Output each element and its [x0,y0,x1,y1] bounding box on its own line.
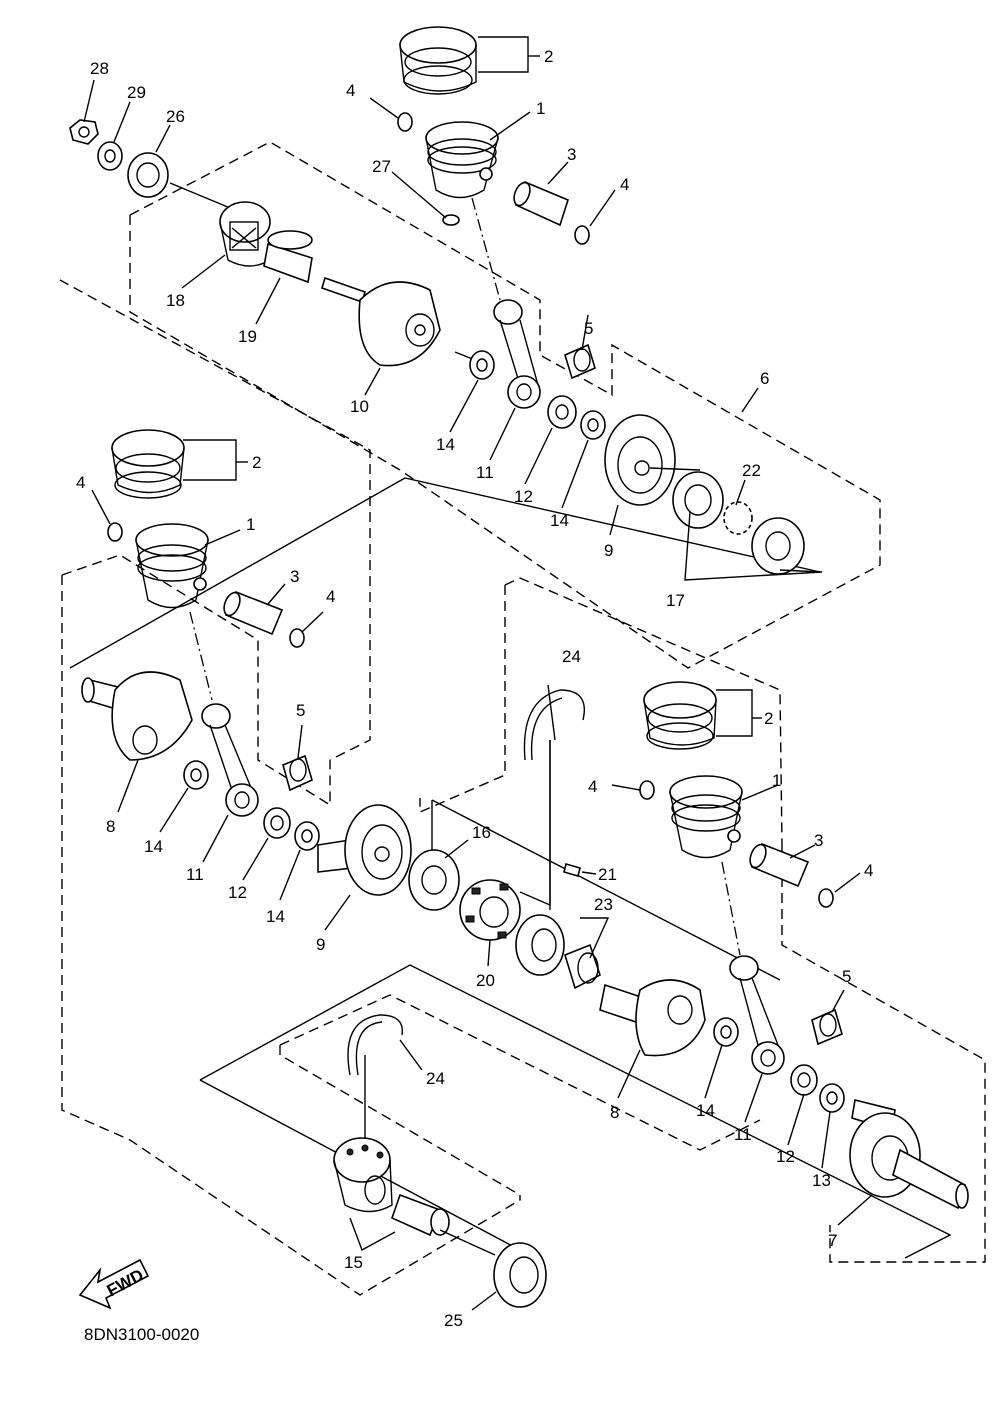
callout-3-right: 3 [814,831,823,850]
half-ring-24-lower [347,1014,404,1076]
callout-10: 10 [350,397,369,416]
middle-crank-disc [263,804,412,896]
callout-24-upper: 24 [562,647,581,666]
callout-3-middle: 3 [290,567,299,586]
center-bearing-23 [515,914,601,990]
callout-16: 16 [472,823,491,842]
callout-11-middle: 11 [186,865,204,884]
top-crank-disc [547,395,701,506]
assembly-lines [69,182,952,1259]
callout-1-right: 1 [772,771,781,790]
middle-needle-bearing [282,754,313,792]
right-needle-bearing [811,1008,843,1046]
callout-3-top: 3 [567,145,576,164]
center-bearing-16 [408,849,460,911]
callout-8-left: 8 [106,817,115,836]
callout-7: 7 [828,1231,837,1250]
callout-14-top-b: 14 [550,511,569,530]
middle-crank-half [81,671,193,761]
right-washers [790,1064,845,1113]
callout-4-middle-right: 4 [326,587,335,606]
top-bearings-17 [672,471,805,575]
leader-lines [83,36,873,1311]
right-piston-rings [643,681,717,750]
labyrinth-seal-20 [459,879,521,941]
callout-14-right: 14 [696,1101,715,1120]
callout-11-right: 11 [734,1125,752,1144]
right-piston [669,775,743,859]
callout-4-right-b: 4 [864,861,873,880]
right-crank-half [599,979,706,1057]
callout-2-right: 2 [764,709,773,728]
callout-12-middle: 12 [228,883,247,902]
dowel-pin-21 [563,863,581,877]
callout-5-top: 5 [584,319,593,338]
right-conrod [713,955,785,1075]
top-piston-pin [513,180,569,227]
callout-11-top: 11 [476,463,494,482]
callout-24-lower: 24 [426,1069,445,1088]
callout-2-top: 2 [544,47,553,66]
drawing-code: 8DN3100-0020 [84,1325,199,1344]
top-nut-washer-seal [69,119,169,198]
half-ring-24-upper [523,689,585,761]
callout-23: 23 [594,895,613,914]
callout-14-top-a: 14 [436,435,455,454]
top-clips [397,112,590,245]
callout-8-right: 8 [610,1103,619,1122]
top-bearing [219,201,271,267]
callout-4-top-right: 4 [620,175,629,194]
middle-conrod [183,703,259,817]
callout-4-middle-left: 4 [76,473,85,492]
middle-piston [135,523,209,609]
callout-15: 15 [344,1253,363,1272]
callout-9-top: 9 [604,541,613,560]
right-clips [639,780,834,908]
top-spacer [263,230,313,284]
callout-4-top-left: 4 [346,81,355,100]
top-piston-rings [399,26,477,95]
lower-spacer-15 [391,1193,450,1237]
callout-13: 13 [812,1171,831,1190]
callout-17: 17 [666,591,685,610]
callout-1-top: 1 [536,99,545,118]
callout-25: 25 [444,1311,463,1330]
callout-9-middle: 9 [316,935,325,954]
callout-6: 6 [760,369,769,388]
callout-19: 19 [238,327,257,346]
middle-clips [107,522,305,648]
callout-4-right-a: 4 [588,777,597,796]
assembly-outlines [59,141,986,1296]
top-conrod [469,299,541,409]
middle-piston-rings [111,429,185,499]
center-lines [189,197,741,956]
top-crank-half [321,276,441,367]
callout-12-top: 12 [514,487,533,506]
callout-29: 29 [127,83,146,102]
lower-bearing-15 [333,1137,393,1213]
callout-27: 27 [372,157,391,176]
top-piston [425,121,499,199]
right-piston-pin [749,842,810,888]
callout-12-right: 12 [776,1147,795,1166]
top-needle-bearing [564,343,596,380]
callout-14-middle-b: 14 [266,907,285,926]
callout-26: 26 [166,107,185,126]
right-end-crank-7 [849,1099,969,1210]
callout-18: 18 [166,291,185,310]
callout-28: 28 [90,59,109,78]
callout-14-middle-a: 14 [144,837,163,856]
callout-5-right: 5 [842,967,851,986]
callout-1-middle: 1 [246,515,255,534]
callout-21: 21 [598,865,617,884]
lower-seal-25 [439,1229,547,1308]
callout-2-middle: 2 [252,453,261,472]
fwd-arrow-icon: FWD [78,1258,150,1310]
callout-5-middle: 5 [296,701,305,720]
callout-labels: 28 29 26 2 4 1 3 4 27 18 19 10 5 6 14 11… [76,47,873,1330]
callout-22: 22 [742,461,761,480]
middle-piston-pin [223,590,284,636]
callout-20: 20 [476,971,495,990]
